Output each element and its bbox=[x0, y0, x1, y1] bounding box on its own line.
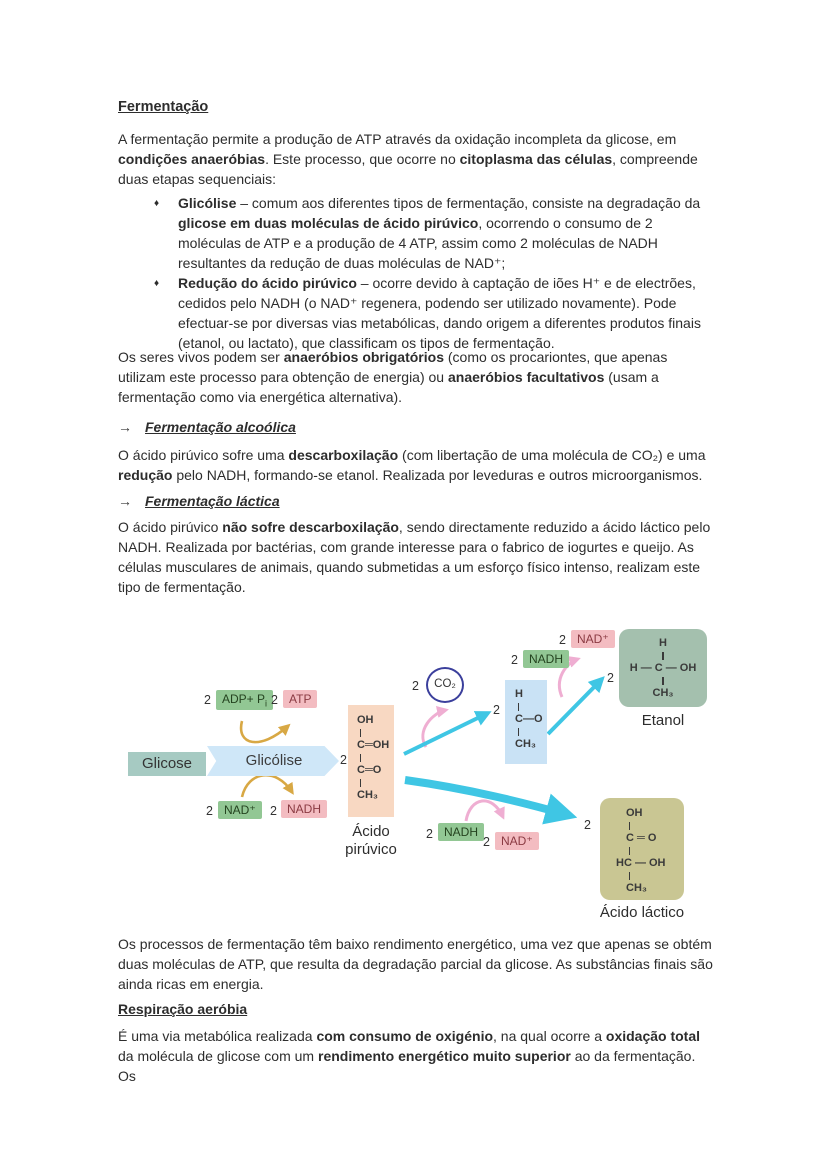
nad-lac-tag: NAD⁺ bbox=[495, 832, 539, 850]
nad-gly-tag: NAD⁺ bbox=[218, 801, 262, 819]
paragraph-rendimento: Os processos de fermentação têm baixo re… bbox=[118, 936, 713, 992]
right-arrow-icon: → bbox=[118, 493, 132, 509]
nad-alc-qty: 2 bbox=[559, 633, 566, 647]
fermentation-diagram: 2 ADP+ Pi 2 ATP Glicose Glicólise 2 2 NA… bbox=[110, 613, 710, 935]
acetaldehyde-to-ethanol-arrow bbox=[546, 676, 605, 736]
heading-respiracao-aerobia: Respiração aeróbia bbox=[118, 1001, 248, 1017]
paragraph-intro: A fermentação permite a produção de ATP … bbox=[118, 131, 698, 187]
pyruvate-to-acetaldehyde-arrow bbox=[403, 711, 492, 756]
nadh-lac-tag: NADH bbox=[438, 823, 485, 841]
bullet-reducao: ♦ Redução do ácido pirúvico – ocorre dev… bbox=[118, 273, 714, 353]
nad-alc-tag: NAD⁺ bbox=[571, 630, 615, 648]
atp-tag: ATP bbox=[283, 690, 318, 708]
glicose-box: Glicose bbox=[128, 752, 206, 776]
pyruvate-label: Ácido pirúvico bbox=[345, 823, 397, 858]
lactic-qty: 2 bbox=[584, 818, 591, 832]
heading-fermentacao-lactica-label: Fermentação láctica bbox=[145, 493, 280, 509]
nadh-lac-qty: 2 bbox=[426, 827, 433, 841]
paragraph-respiracao: É uma via metabólica realizada com consu… bbox=[118, 1028, 701, 1084]
etanol-label: Etanol bbox=[641, 712, 685, 729]
diamond-bullet-icon: ♦ bbox=[154, 278, 160, 289]
atp-qty: 2 bbox=[271, 693, 278, 707]
paragraph-anaerobios: Os seres vivos podem ser anaeróbios obri… bbox=[118, 349, 668, 405]
etanol-qty: 2 bbox=[607, 671, 614, 685]
heading-fermentacao-lactica: → Fermentação láctica bbox=[118, 491, 714, 511]
co2-release-arrow bbox=[421, 706, 449, 748]
nadh-to-nad-lactic-arrow bbox=[464, 799, 505, 822]
nad-lac-qty: 2 bbox=[483, 835, 490, 849]
page-title: Fermentação bbox=[118, 99, 209, 115]
glicolise-arrow: Glicólise bbox=[207, 746, 339, 776]
heading-fermentacao-alcoolica: → Fermentação alcoólica bbox=[118, 417, 714, 437]
adp-tag: ADP+ Pi bbox=[216, 690, 274, 711]
bullet-glicolise: ♦ Glicólise – comum aos diferentes tipos… bbox=[118, 193, 714, 273]
pyruvate-qty: 2 bbox=[340, 753, 347, 767]
lactic-label: Ácido láctico bbox=[599, 904, 685, 921]
heading-fermentacao-alcoolica-label: Fermentação alcoólica bbox=[145, 419, 296, 435]
nadh-gly-tag: NADH bbox=[281, 800, 328, 818]
nadh-production-arrow bbox=[240, 774, 294, 798]
pyruvate-to-lactic-arrow bbox=[404, 776, 578, 825]
acetaldehyde-structure: H C—O CH₃ bbox=[505, 680, 547, 764]
nadh-alc-tag: NADH bbox=[523, 650, 570, 668]
pyruvate-structure: OH C═OH C═O CH₃ bbox=[348, 705, 394, 817]
co2-qty: 2 bbox=[412, 679, 419, 693]
etanol-structure: H H — C — OH CH₃ bbox=[619, 629, 707, 707]
paragraph-lactica: O ácido pirúvico não sofre descarboxilaç… bbox=[118, 519, 711, 595]
bullet-reducao-text: Redução do ácido pirúvico – ocorre devid… bbox=[178, 275, 701, 351]
right-arrow-icon: → bbox=[118, 419, 132, 435]
bullet-list: ♦ Glicólise – comum aos diferentes tipos… bbox=[118, 193, 714, 353]
nadh-alc-qty: 2 bbox=[511, 653, 518, 667]
acetaldehyde-qty: 2 bbox=[493, 703, 500, 717]
lactic-structure: OH C ═ O HC — OH CH₃ bbox=[600, 798, 684, 900]
bullet-glicolise-text: Glicólise – comum aos diferentes tipos d… bbox=[178, 195, 701, 271]
diamond-bullet-icon: ♦ bbox=[154, 198, 160, 209]
paragraph-alcoolica: O ácido pirúvico sofre uma descarboxilaç… bbox=[118, 447, 706, 483]
nadh-gly-qty: 2 bbox=[270, 804, 277, 818]
nad-gly-qty: 2 bbox=[206, 804, 213, 818]
adp-qty: 2 bbox=[204, 693, 211, 707]
atp-production-arrow bbox=[239, 720, 291, 744]
co2-circle: CO₂ bbox=[426, 667, 464, 703]
